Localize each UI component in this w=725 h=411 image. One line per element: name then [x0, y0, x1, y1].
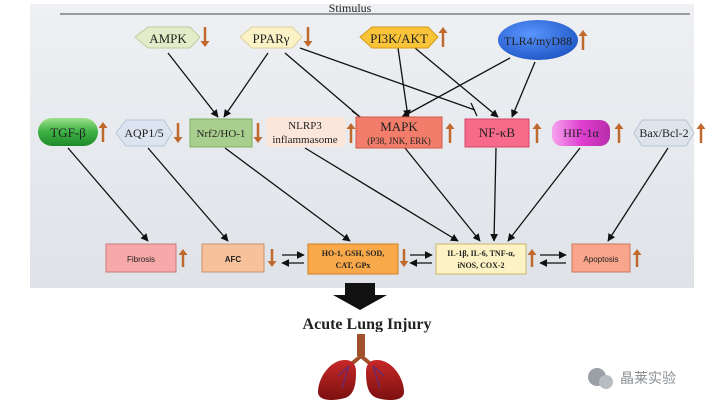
cytokines-trend-arrowhead	[527, 249, 537, 255]
apoptosis-label: Apoptosis	[583, 255, 618, 264]
edge-ampk-nrf2	[167, 52, 219, 118]
antiox-label-line1: HO-1, GSH, SOD,	[322, 249, 384, 258]
node-ampk: AMPK	[134, 26, 201, 49]
tlr4-trend-arrowhead	[578, 30, 588, 36]
node-hif: HIF-1α	[552, 120, 610, 146]
cytokines-label-line1: IL-1β, IL-6, TNF-α,	[447, 249, 514, 258]
inhibit-bar-nfkb	[470, 102, 478, 117]
mapk-label-line1: MAPK	[380, 119, 418, 134]
node-antiox: HO-1, GSH, SOD, CAT, GPx	[307, 243, 399, 275]
ppar-label: PPARγ	[252, 31, 289, 46]
edge-ppar-mapk-inhibit	[284, 52, 361, 118]
node-tlr4: TLR4/myD88	[498, 20, 578, 60]
pi3k-trend-arrowhead	[438, 27, 448, 33]
node-afc: AFC	[201, 243, 265, 273]
tgfb-label: TGF-β	[50, 125, 86, 140]
watermark-text: 晶莱实验	[620, 370, 676, 386]
edge-pi3k-mapk	[397, 47, 411, 118]
hif-label: HIF-1α	[563, 126, 599, 140]
bax-trend-arrowhead	[696, 123, 706, 129]
node-mapk: MAPK (P38, JNK, ERK)	[355, 116, 443, 149]
tlr4-label: TLR4/myD88	[504, 34, 572, 48]
afc-label: AFC	[225, 255, 242, 264]
watermark: 晶莱实验	[588, 368, 676, 389]
nlrp3-label-line2: inflammasome	[272, 134, 337, 146]
edge-mapk-cytokines	[404, 147, 481, 242]
bax-label: Bax/Bcl-2	[639, 126, 688, 140]
ampk-label: AMPK	[149, 31, 187, 46]
node-fibrosis: Fibrosis	[105, 243, 177, 273]
edge-bax-apoptosis	[607, 147, 669, 242]
outcome-label: Acute Lung Injury	[303, 316, 432, 333]
node-nfkb: NF-κB	[464, 118, 530, 148]
pi3k-label: PI3K/AKT	[370, 31, 428, 46]
aqp-trend-arrowhead	[173, 137, 183, 143]
lungs-icon	[315, 332, 410, 404]
antiox-trend-arrowhead	[399, 261, 409, 267]
node-apoptosis: Apoptosis	[571, 243, 631, 273]
nrf2-trend-arrowhead	[253, 137, 263, 143]
node-nrf2: Nrf2/HO-1	[189, 118, 253, 148]
outcome-arrow	[333, 283, 387, 310]
afc-trend-arrowhead	[267, 261, 277, 267]
node-bax: Bax/Bcl-2	[633, 119, 695, 147]
node-ppar: PPARγ	[239, 26, 303, 49]
mapk-trend-arrowhead	[445, 123, 455, 129]
edge-nlrp3-cytokines	[304, 147, 459, 242]
edge-nrf2-antiox	[224, 147, 351, 242]
ampk-trend-arrowhead	[200, 41, 210, 47]
trend-arrows	[98, 27, 706, 267]
tgfb-trend-arrowhead	[98, 122, 108, 128]
edge-ppar-nfkb-inhibit	[299, 47, 476, 111]
stimulus-title: Stimulus	[329, 1, 372, 15]
ppar-trend-arrowhead	[303, 41, 313, 47]
node-cytokines: IL-1β, IL-6, TNF-α, iNOS, COX-2	[435, 243, 527, 275]
edge-tlr4-mapk	[401, 57, 511, 118]
mapk-label-line2: (P38, JNK, ERK)	[367, 136, 431, 146]
edge-tlr4-nfkb	[511, 61, 536, 118]
nrf2-label: Nrf2/HO-1	[197, 128, 246, 140]
node-aqp: AQP1/5	[115, 119, 173, 147]
edge-hif-cytokines	[507, 147, 581, 242]
aqp-label: AQP1/5	[124, 126, 163, 140]
edge-pi3k-nfkb	[414, 47, 499, 118]
node-tgfb: TGF-β	[38, 118, 98, 146]
nfkb-label: NF-κB	[479, 125, 515, 140]
hif-trend-arrowhead	[614, 123, 624, 129]
fibrosis-trend-arrowhead	[178, 249, 188, 255]
edge-tgfb-fibrosis	[67, 147, 149, 242]
node-nlrp3: NLRP3 inflammasome	[266, 117, 346, 147]
edge-nfkb-cytokines	[490, 147, 499, 242]
edge-aqp-afc	[147, 147, 229, 242]
cytokines-label-line2: iNOS, COX-2	[457, 261, 504, 270]
nlrp3-trend-arrowhead	[346, 123, 356, 129]
connection-lines	[67, 47, 669, 267]
antiox-label-line2: CAT, GPx	[336, 261, 371, 270]
edge-ppar-nrf2	[223, 52, 269, 118]
nfkb-trend-arrowhead	[532, 123, 542, 129]
fibrosis-label: Fibrosis	[127, 255, 155, 264]
nlrp3-label-line1: NLRP3	[288, 120, 322, 132]
node-pi3k: PI3K/AKT	[359, 26, 439, 49]
apoptosis-trend-arrowhead	[632, 249, 642, 255]
